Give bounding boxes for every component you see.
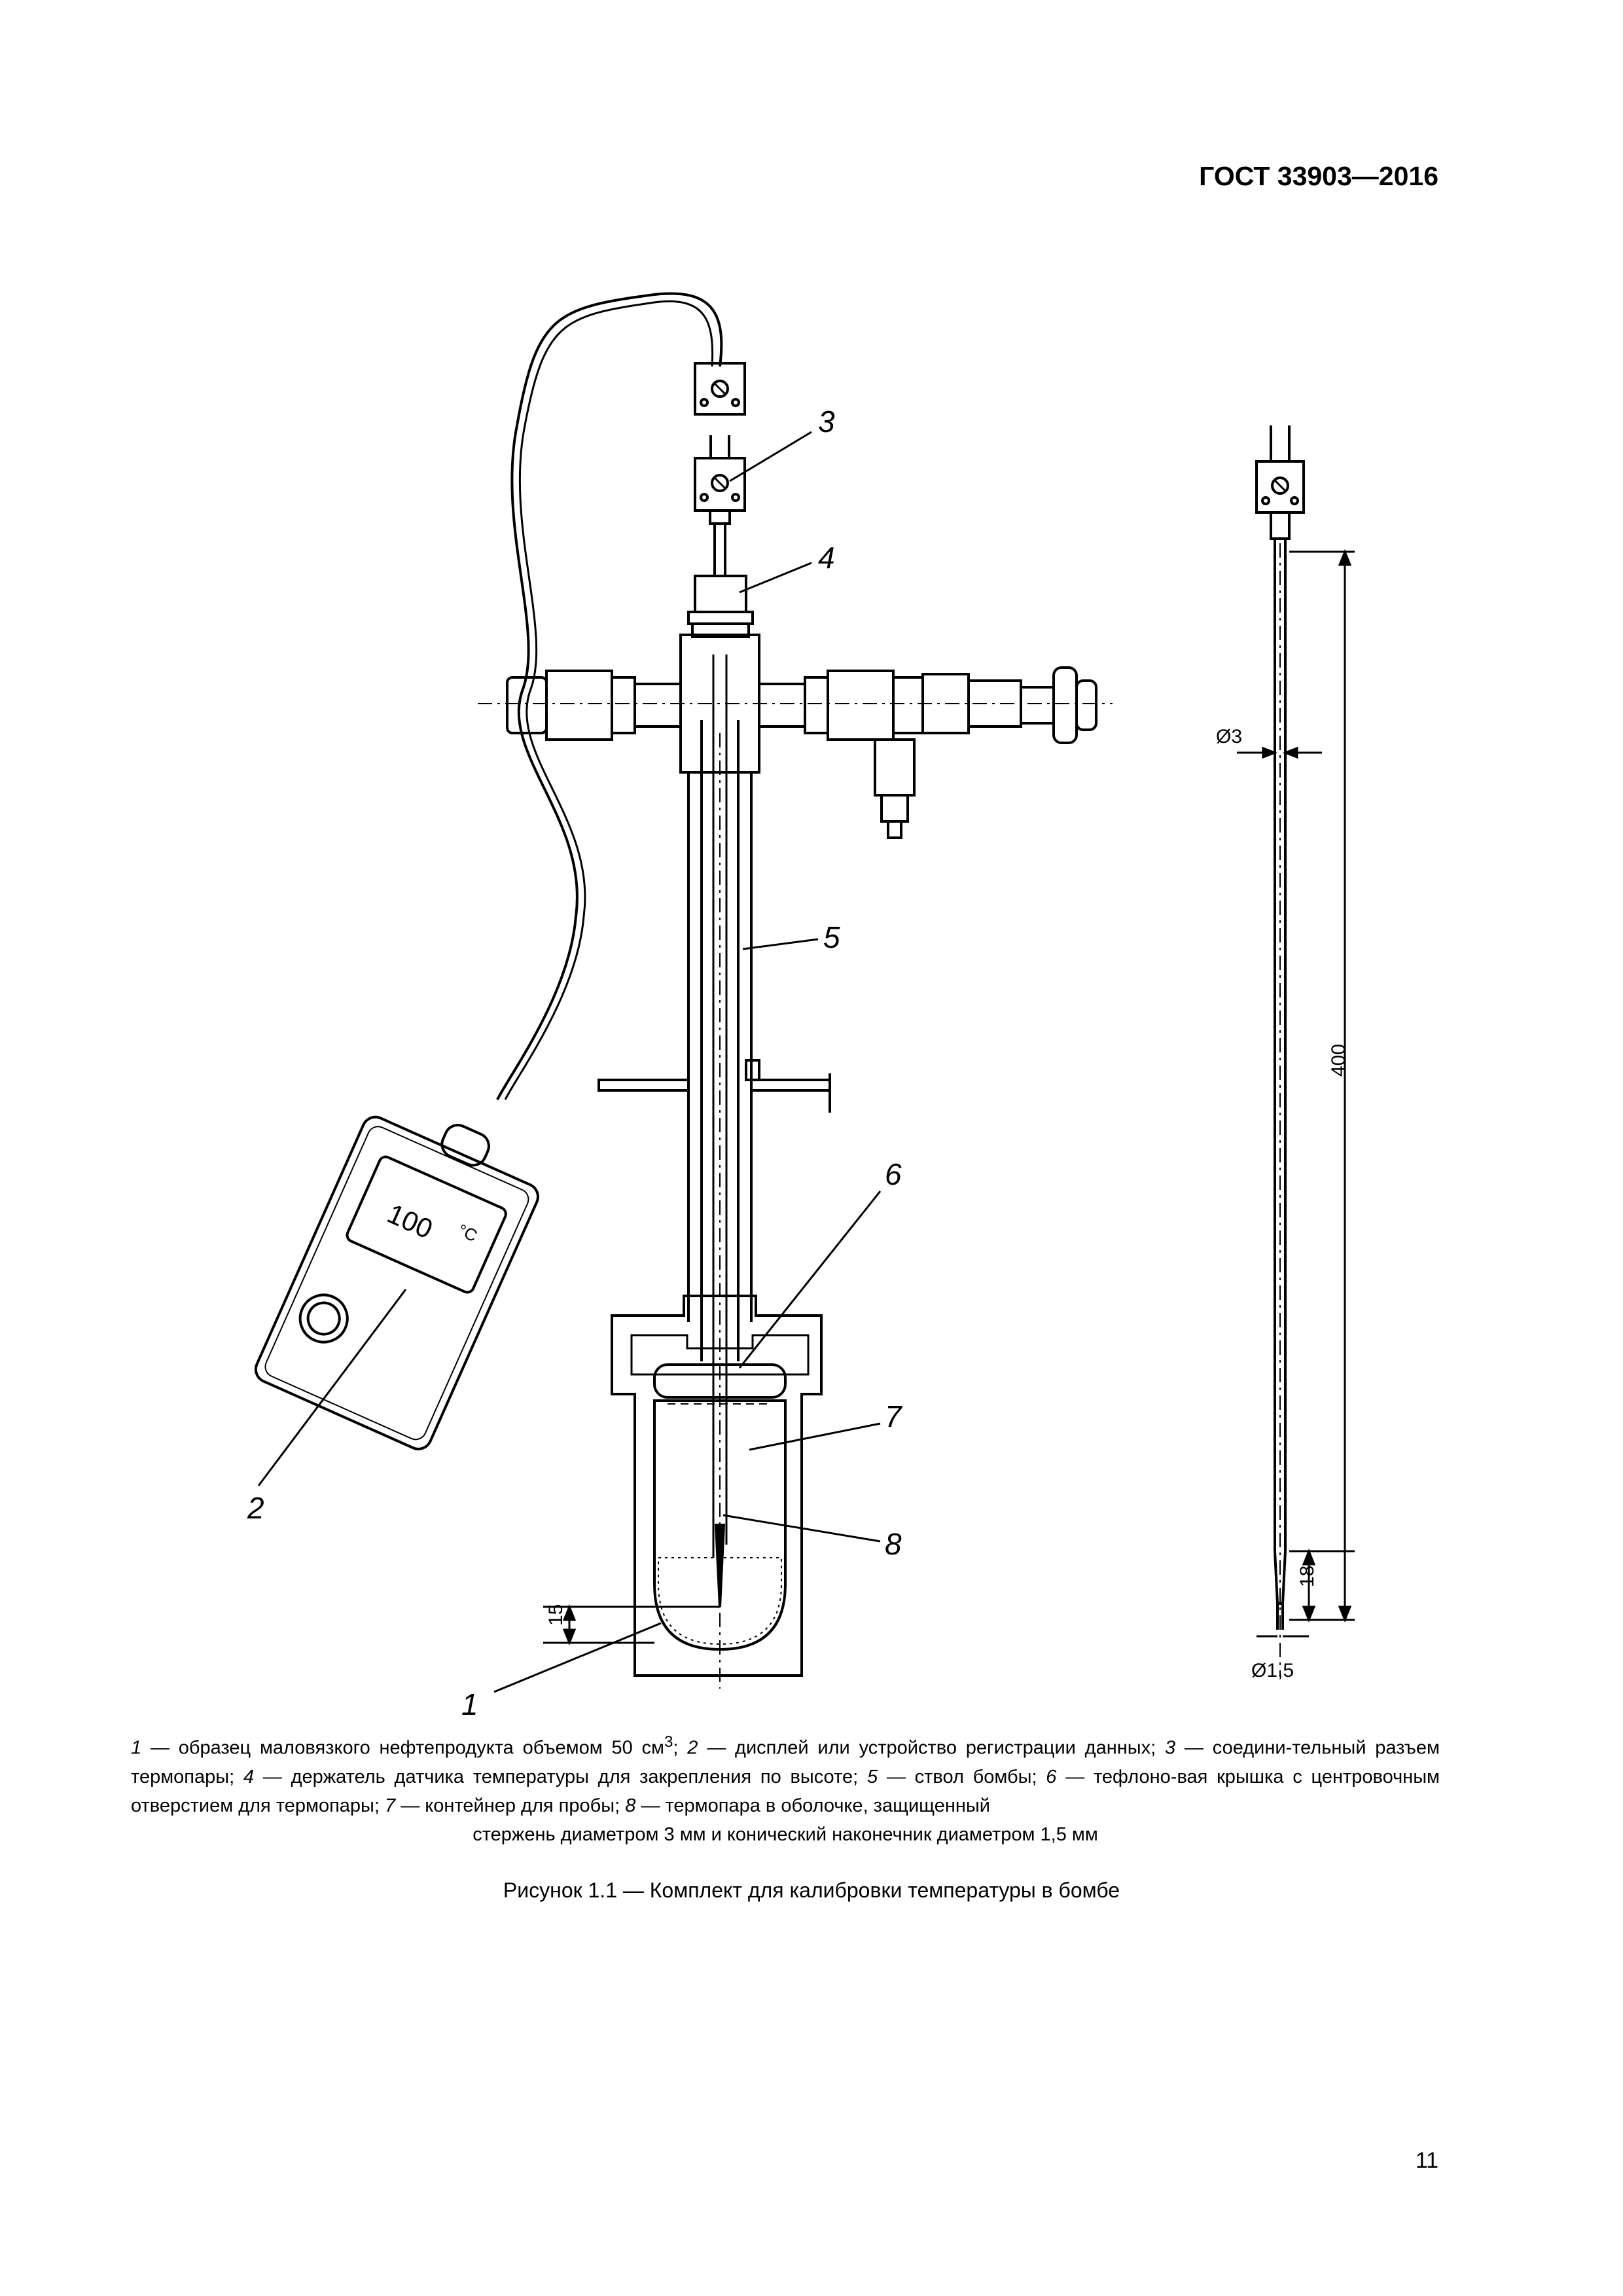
legend-num-2: 2 (687, 1737, 698, 1759)
figure-caption: Рисунок 1.1 — Комплект для калибровки те… (503, 1878, 1120, 1902)
dim-15: 15 (545, 1604, 567, 1626)
display-device: 100 °C (254, 1115, 539, 1450)
depth-dimension (543, 1604, 720, 1646)
legend-num-8: 8 (625, 1795, 636, 1816)
dim-diameter-3: Ø3 (1216, 726, 1242, 747)
legend-num-5: 5 (866, 1766, 878, 1787)
dim-18: 18 (1296, 1566, 1318, 1587)
legend-text-4: — держатель датчика температуры для закр… (254, 1766, 867, 1787)
sample-container (611, 1295, 823, 1677)
sensor-holder (687, 575, 754, 638)
thermocouple-cable (496, 292, 723, 1100)
technical-drawing: 100 °C (247, 292, 1355, 1715)
legend-num-1: 1 (131, 1737, 142, 1759)
callout-4: 4 (818, 541, 835, 575)
legend-last-line: стержень диаметром 3 мм и конический нак… (473, 1823, 1098, 1845)
callout-1: 1 (461, 1687, 478, 1715)
length-dimensions (1237, 548, 1355, 1638)
legend-text-5: — ствол бомбы; (878, 1766, 1046, 1787)
thermocouple-probe (1255, 425, 1305, 1676)
figure-legend: 1 — образец маловязкого нефтепродукта об… (131, 1728, 1440, 1849)
callout-7: 7 (885, 1399, 902, 1433)
legend-num-4: 4 (243, 1766, 255, 1787)
legend-text-7: — контейнер для пробы; (395, 1795, 626, 1816)
callout-8: 8 (885, 1527, 902, 1561)
leader-lines (257, 431, 882, 1693)
callout-6: 6 (885, 1157, 902, 1191)
legend-num-3: 3 (1164, 1737, 1176, 1759)
legend-text-1: — образец маловязкого нефтепродукта объе… (141, 1737, 664, 1759)
legend-num-6: 6 (1046, 1766, 1057, 1787)
thermocouple-connector (694, 362, 746, 576)
callout-2: 2 (247, 1491, 264, 1525)
callout-3: 3 (818, 404, 835, 439)
legend-num-7: 7 (385, 1795, 396, 1816)
bomb-stem (597, 655, 831, 1689)
dim-diameter-1-5: Ø1,5 (1251, 1660, 1294, 1681)
callout-5: 5 (823, 920, 840, 954)
legend-superscript: 3 (664, 1733, 673, 1751)
page-number: 11 (1415, 2148, 1438, 2173)
cross-fitting (478, 634, 1113, 839)
display-value: 100 (383, 1198, 437, 1244)
legend-text-8: — термопара в оболочке, защищенный (635, 1795, 990, 1816)
legend-text-3: — соедини-тельный разъем термопары; (131, 1737, 1440, 1787)
power-button (298, 1293, 349, 1344)
display-unit: °C (455, 1220, 480, 1246)
legend-text-2: — дисплей или устройство регистрации дан… (698, 1737, 1165, 1759)
dim-400: 400 (1328, 1044, 1349, 1077)
legend-text-6: — тефлоно-вая крышка с центровочным отве… (131, 1766, 1440, 1816)
document-header: ГОСТ 33903—2016 (1199, 161, 1438, 191)
